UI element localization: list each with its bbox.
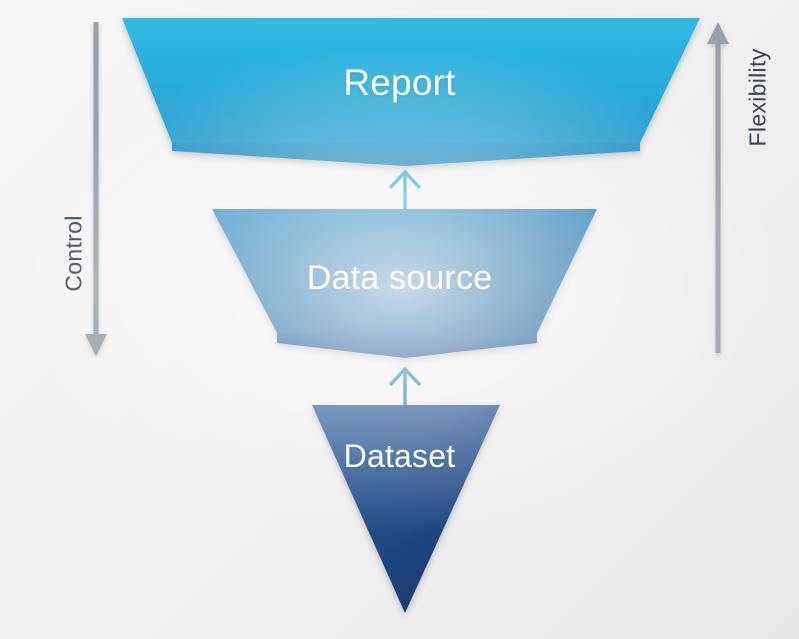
control-axis-arrow [85, 22, 107, 356]
connector-dataset-to-data-source [388, 366, 422, 406]
funnel-stage-data-source[interactable] [212, 209, 597, 358]
data-source-body [212, 209, 597, 333]
funnel-stage-dataset[interactable] [312, 405, 500, 613]
report-body [122, 18, 700, 143]
dataset-body [312, 405, 500, 613]
connector-data-source-to-report [388, 169, 422, 210]
funnel-stage-report[interactable] [122, 18, 700, 166]
report-fold [172, 143, 640, 166]
flexibility-axis-arrow [707, 22, 729, 353]
data-source-fold [277, 333, 537, 358]
